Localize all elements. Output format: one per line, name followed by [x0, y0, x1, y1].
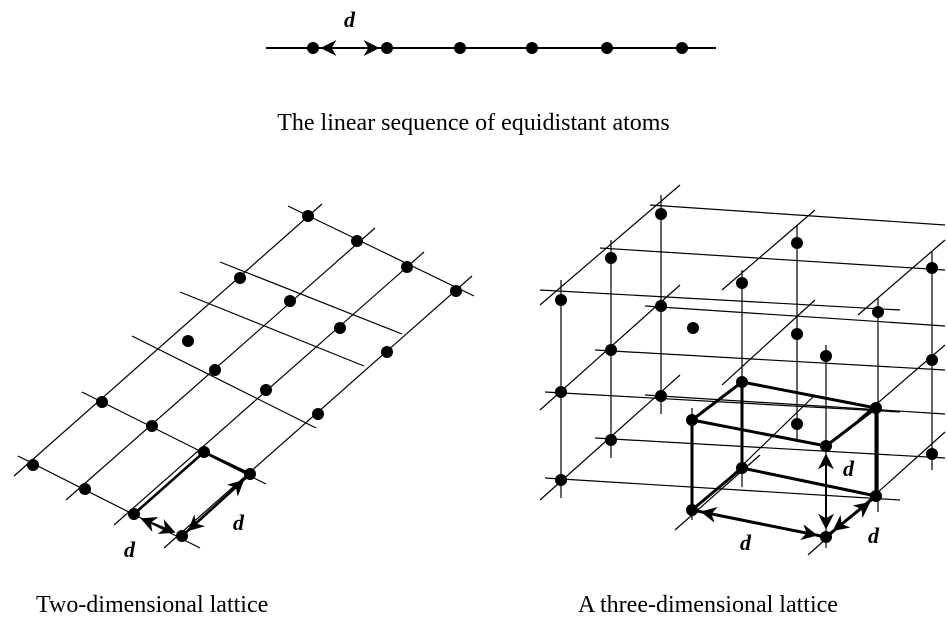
atom [605, 252, 617, 264]
atom [926, 448, 938, 460]
caption-two-dimensional: Two-dimensional lattice [36, 592, 269, 618]
lattice-line [17, 455, 201, 549]
three-dimensional-lattice: d d d [539, 184, 946, 556]
atom [791, 328, 803, 340]
spacing-arrow [700, 507, 818, 540]
atom [605, 344, 617, 356]
atom [284, 295, 296, 307]
atom [182, 335, 194, 347]
caption-linear-sequence: The linear sequence of equidistant atoms [277, 110, 670, 136]
spacing-arrow [832, 502, 871, 531]
atom [198, 446, 210, 458]
spacing-label-2d-b: d [233, 510, 245, 535]
atom [96, 396, 108, 408]
atom [872, 306, 884, 318]
atom [450, 285, 462, 297]
atom [381, 346, 393, 358]
atom [687, 322, 699, 334]
lattice-line [649, 204, 946, 226]
lattice-line [539, 184, 681, 306]
lattice-line [65, 227, 376, 501]
lattice-line [219, 261, 403, 335]
lattice-line [594, 349, 946, 371]
lattice-line [599, 247, 946, 271]
lattice-line [179, 291, 365, 367]
atom [820, 350, 832, 362]
atom [926, 354, 938, 366]
atom [655, 390, 667, 402]
atom [601, 42, 613, 54]
atom [555, 474, 567, 486]
lattice-line [644, 394, 946, 415]
spacing-label-2d-a: d [124, 537, 136, 562]
atom [27, 459, 39, 471]
atom [655, 208, 667, 220]
lattice-line [544, 477, 901, 501]
spacing-arrow [140, 517, 176, 534]
atom [209, 364, 221, 376]
lattice-line [81, 391, 267, 485]
atom [791, 418, 803, 430]
atom [791, 237, 803, 249]
spacing-label-1d: d [344, 7, 356, 32]
atom [736, 376, 748, 388]
linear-sequence: d [266, 7, 716, 56]
atom [260, 384, 272, 396]
atom [736, 277, 748, 289]
atom [79, 483, 91, 495]
atom [176, 530, 188, 542]
atom [820, 531, 832, 543]
lattice-line [13, 203, 323, 477]
atom [676, 42, 688, 54]
caption-three-dimensional: A three-dimensional lattice [578, 592, 838, 618]
spacing-arrow [187, 479, 245, 532]
lattice-line [287, 205, 475, 297]
atom [312, 408, 324, 420]
atom [454, 42, 466, 54]
atom [128, 508, 140, 520]
atom [870, 402, 882, 414]
spacing-label-3d-a: d [740, 530, 752, 555]
atom [686, 414, 698, 426]
lattice-line [544, 391, 901, 413]
atom [926, 262, 938, 274]
atom [820, 440, 832, 452]
lattice-line [721, 299, 816, 386]
atom [526, 42, 538, 54]
atom [146, 420, 158, 432]
atom [686, 504, 698, 516]
atom [605, 434, 617, 446]
lattice-line [594, 437, 946, 459]
atom [244, 468, 256, 480]
atom [555, 294, 567, 306]
atom [381, 42, 393, 54]
atom [351, 235, 363, 247]
lattice-line [131, 335, 317, 429]
lattice-line [721, 209, 816, 291]
spacing-label-3d-b: d [843, 456, 855, 481]
atom [655, 300, 667, 312]
atom [555, 386, 567, 398]
atom [307, 42, 319, 54]
atom [870, 490, 882, 502]
lattice-line [539, 289, 901, 311]
spacing-label-3d-c: d [868, 523, 880, 548]
atom [234, 272, 246, 284]
lattice-line [644, 305, 946, 327]
atom [334, 322, 346, 334]
atom [302, 210, 314, 222]
lattice-line [857, 239, 946, 316]
atom [401, 261, 413, 273]
two-dimensional-lattice: d d [13, 203, 475, 562]
atom [736, 462, 748, 474]
